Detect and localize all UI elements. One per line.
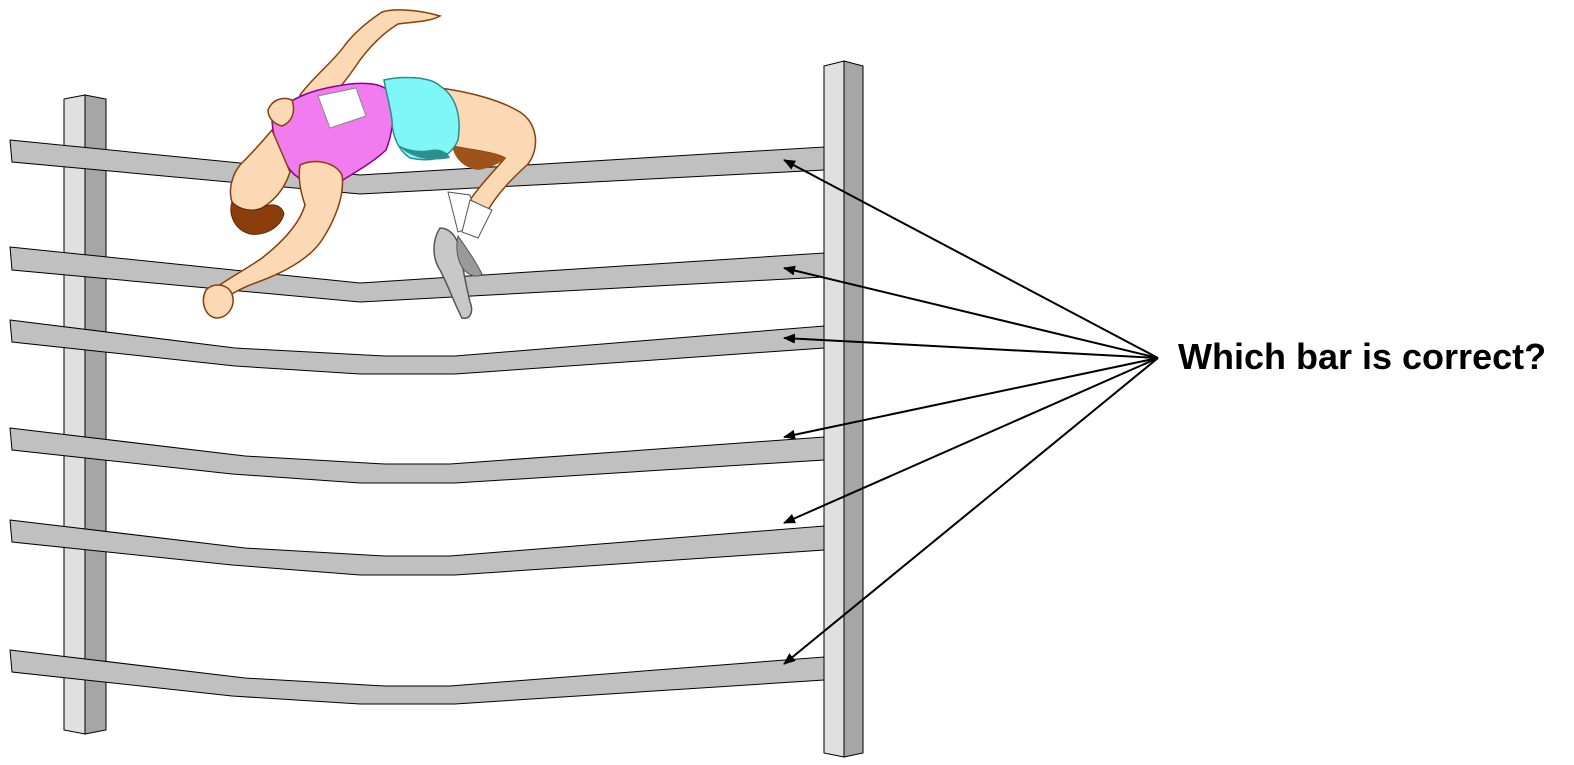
bars-group xyxy=(10,140,824,704)
left-post xyxy=(64,95,106,734)
bar-4[interactable] xyxy=(10,428,824,483)
bar-5[interactable] xyxy=(10,520,824,575)
question-text: Which bar is correct? xyxy=(1178,336,1546,378)
right-post xyxy=(824,61,863,757)
bar-6[interactable] xyxy=(10,650,824,704)
high-jumper-figure xyxy=(203,10,535,318)
bar-2[interactable] xyxy=(10,247,824,302)
bar-3[interactable] xyxy=(10,320,824,374)
